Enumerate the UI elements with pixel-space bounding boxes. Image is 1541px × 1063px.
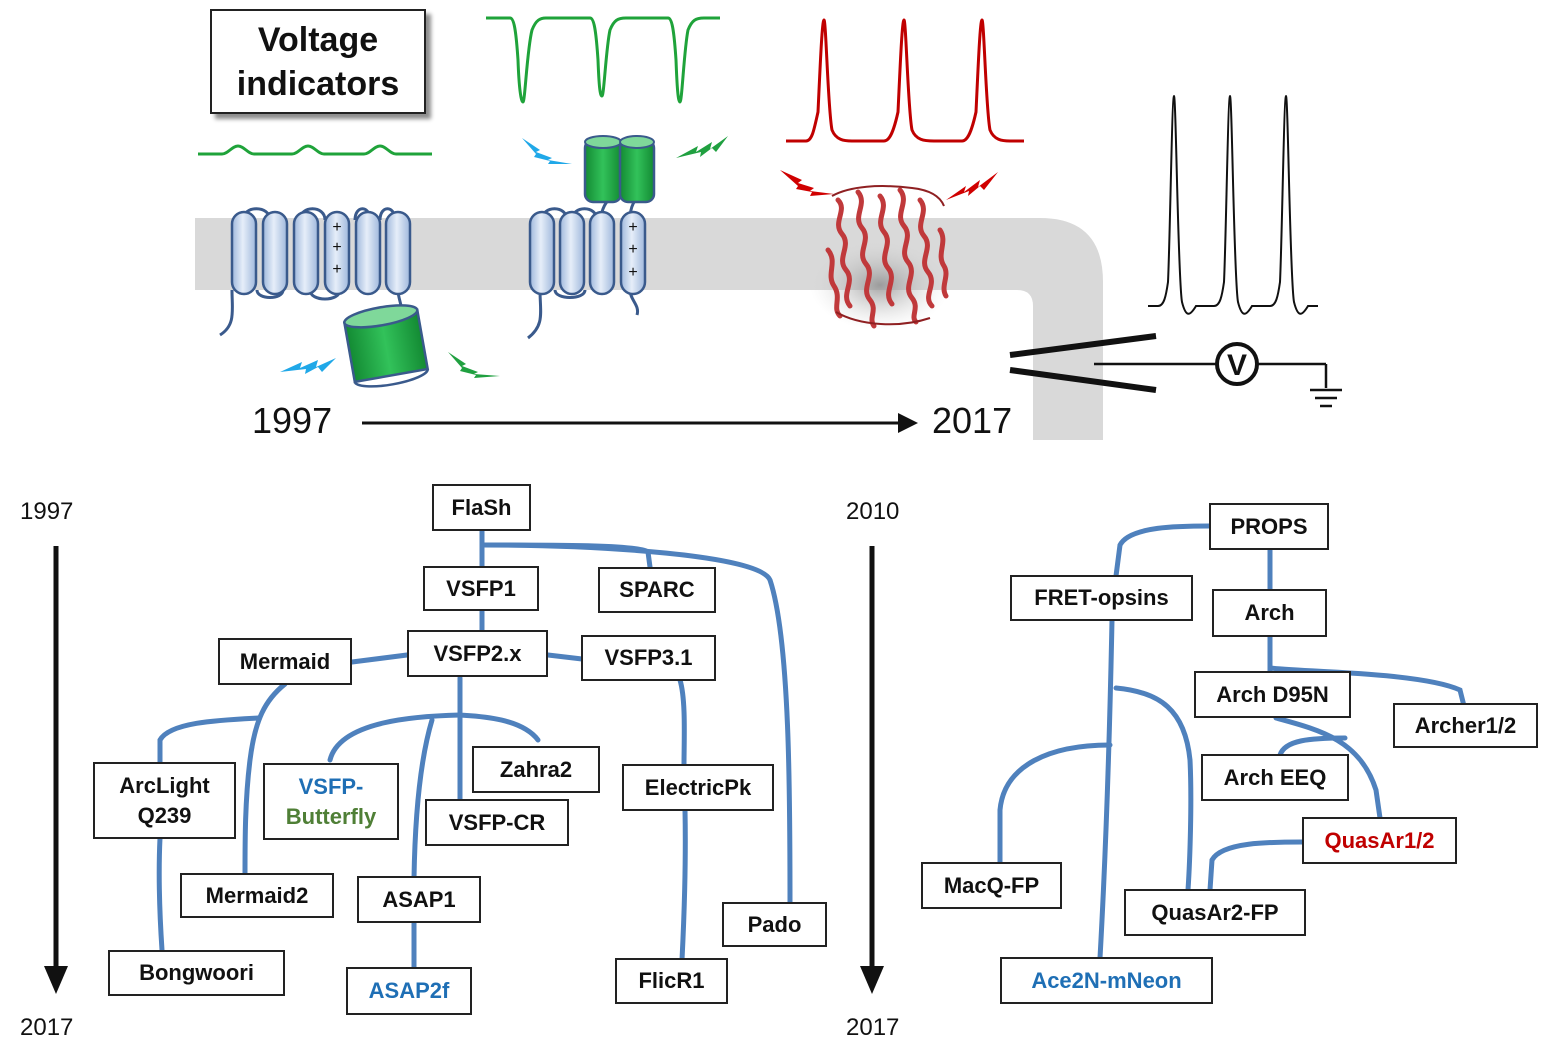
charge-signs: + + + <box>628 219 637 281</box>
fp-barrel <box>342 304 430 388</box>
fret-vsd-construct: + + + <box>522 135 728 340</box>
ground-icon <box>1310 388 1342 408</box>
title-line-2: indicators <box>236 64 400 103</box>
red-action-potential-trace <box>786 18 1024 143</box>
node-mermaid2: Mermaid2 <box>180 873 334 918</box>
node-archer12: Archer1/2 <box>1393 703 1538 748</box>
node-arclight-line1: ArcLight <box>119 772 210 798</box>
left-tree-start-year: 1997 <box>20 498 74 525</box>
svg-text:+: + <box>628 264 637 281</box>
node-props: PROPS <box>1209 503 1329 550</box>
title-box: Voltage indicators <box>210 9 426 114</box>
rhodopsin-structure-icon <box>825 187 949 329</box>
helix <box>384 210 412 296</box>
node-asap1: ASAP1 <box>357 876 481 923</box>
node-arch-d95n: Arch D95N <box>1194 671 1351 718</box>
node-arch: Arch <box>1212 589 1327 637</box>
bolt-green-icon <box>448 352 500 378</box>
node-arclight-q239: ArcLight Q239 <box>93 762 236 839</box>
helix <box>261 210 289 296</box>
right-tree-end-year: 2017 <box>846 1014 900 1041</box>
patch-electrode <box>1009 333 1328 393</box>
helix <box>588 210 616 296</box>
bolt-blue-icon <box>280 358 336 374</box>
bolt-green-icon <box>676 136 728 158</box>
charge-signs: + + + <box>332 219 341 278</box>
helix-group <box>230 210 412 296</box>
fp-vsd-construct: + + + <box>219 207 500 388</box>
node-quasar12: QuasAr1/2 <box>1302 817 1457 864</box>
svg-text:+: + <box>628 219 637 236</box>
green-flat-trace <box>198 144 432 156</box>
svg-text:+: + <box>332 239 341 256</box>
green-spike-trace <box>486 16 720 104</box>
node-quasar2-fp: QuasAr2-FP <box>1124 889 1306 936</box>
loop-lines <box>219 207 404 337</box>
helix <box>292 210 320 296</box>
bolt-red-icon <box>780 170 834 196</box>
node-pado: Pado <box>722 902 827 947</box>
helix <box>528 210 556 296</box>
node-asap2f: ASAP2f <box>346 967 472 1015</box>
timeline-arrow <box>362 413 918 433</box>
node-arclight-line2: Q239 <box>137 802 192 828</box>
node-vsfp1: VSFP1 <box>423 566 539 611</box>
node-flicr1: FlicR1 <box>615 958 728 1004</box>
left-time-arrow <box>44 546 68 994</box>
node-ace2n-mneon: Ace2N-mNeon <box>1000 957 1213 1004</box>
timeline-end-year: 2017 <box>932 400 1013 441</box>
right-tree-connectors <box>997 523 1467 961</box>
svg-text:+: + <box>332 261 341 278</box>
bolt-blue-icon <box>522 138 572 164</box>
svg-text:+: + <box>332 219 341 236</box>
node-vsfp-butterfly: VSFP- Butterfly <box>263 763 399 840</box>
node-fret-opsins: FRET-opsins <box>1010 575 1193 621</box>
voltmeter-icon: V <box>1215 342 1259 386</box>
node-macq-fp: MacQ-FP <box>921 862 1062 909</box>
voltmeter-label: V <box>1227 349 1247 382</box>
bolt-red-icon <box>946 172 998 200</box>
node-vsfp31: VSFP3.1 <box>581 635 716 681</box>
node-vsfp-cr: VSFP-CR <box>425 799 569 846</box>
node-mermaid: Mermaid <box>218 638 352 685</box>
rhodopsin-construct <box>780 170 998 330</box>
left-tree-connectors <box>156 527 793 970</box>
helix <box>323 210 351 296</box>
node-arch-eeq: Arch EEQ <box>1201 754 1349 801</box>
title-line-1: Voltage <box>257 20 379 59</box>
node-vsfp2x: VSFP2.x <box>407 630 548 677</box>
node-butterfly-line2: Butterfly <box>285 803 377 829</box>
node-flash: FlaSh <box>432 484 531 531</box>
helix <box>619 210 647 296</box>
fret-barrel-pair <box>583 135 656 204</box>
timeline-start-year: 1997 <box>252 400 333 441</box>
node-sparc: SPARC <box>598 567 716 613</box>
helix <box>230 210 258 296</box>
node-butterfly-line1: VSFP- <box>298 773 364 799</box>
left-tree-end-year: 2017 <box>20 1014 74 1041</box>
node-bongwoori: Bongwoori <box>108 950 285 996</box>
right-time-arrow <box>860 546 884 994</box>
helix <box>558 210 586 296</box>
node-electricpk: ElectricPk <box>622 764 774 811</box>
helix <box>354 210 382 296</box>
black-electrode-trace <box>1148 94 1318 315</box>
right-tree-start-year: 2010 <box>846 498 900 525</box>
node-zahra2: Zahra2 <box>472 746 600 793</box>
svg-text:+: + <box>628 241 637 258</box>
